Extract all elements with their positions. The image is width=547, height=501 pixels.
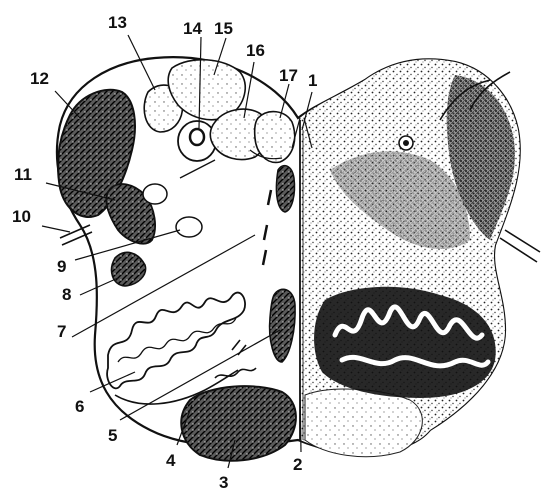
label-4: 4 bbox=[166, 452, 175, 469]
label-12: 12 bbox=[30, 70, 49, 87]
structure-3-pyramid bbox=[181, 386, 296, 461]
label-10: 10 bbox=[12, 208, 31, 225]
label-9: 9 bbox=[57, 258, 66, 275]
structure-17 bbox=[255, 112, 295, 163]
structure-11-white bbox=[143, 184, 167, 204]
label-11: 11 bbox=[14, 166, 32, 183]
structure-1-column bbox=[276, 166, 294, 212]
label-16: 16 bbox=[246, 42, 265, 59]
label-2: 2 bbox=[293, 456, 302, 473]
label-8: 8 bbox=[62, 286, 71, 303]
label-1: 1 bbox=[308, 72, 317, 89]
label-14: 14 bbox=[183, 20, 202, 37]
label-6: 6 bbox=[75, 398, 84, 415]
right-pyramid-light bbox=[305, 389, 422, 457]
label-5: 5 bbox=[108, 427, 117, 444]
structure-9 bbox=[176, 217, 202, 237]
label-13: 13 bbox=[108, 14, 127, 31]
label-17: 17 bbox=[279, 67, 298, 84]
label-7: 7 bbox=[57, 323, 66, 340]
label-15: 15 bbox=[214, 20, 233, 37]
label-3: 3 bbox=[219, 474, 228, 491]
